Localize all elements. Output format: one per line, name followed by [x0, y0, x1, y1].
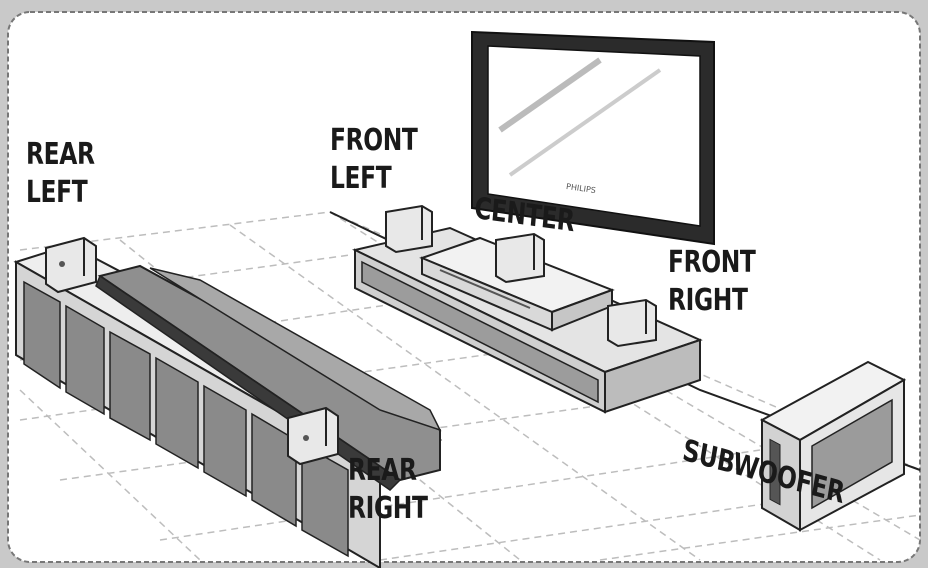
- speaker-front-right: [607, 298, 657, 348]
- label-rear-right-line1: REAR: [348, 453, 417, 488]
- speaker-front-left: [385, 204, 433, 254]
- label-rear-left-line2: LEFT: [26, 175, 88, 210]
- label-front-right: FRONT RIGHT: [668, 244, 756, 320]
- speaker-rear-left: [45, 236, 97, 294]
- label-front-left-line2: LEFT: [330, 161, 392, 196]
- subwoofer: [759, 360, 907, 532]
- speaker-center: [495, 232, 545, 284]
- label-front-left-line1: FRONT: [330, 123, 418, 158]
- label-front-right-line2: RIGHT: [668, 283, 748, 318]
- label-rear-right-line2: RIGHT: [348, 491, 428, 526]
- label-front-right-line1: FRONT: [668, 245, 756, 280]
- label-rear-left: REAR LEFT: [26, 136, 95, 212]
- tv: [471, 30, 715, 246]
- label-rear-right: REAR RIGHT: [348, 452, 428, 528]
- label-rear-left-line1: REAR: [26, 137, 95, 172]
- speaker-rear-right: [287, 406, 339, 466]
- label-front-left: FRONT LEFT: [330, 122, 418, 198]
